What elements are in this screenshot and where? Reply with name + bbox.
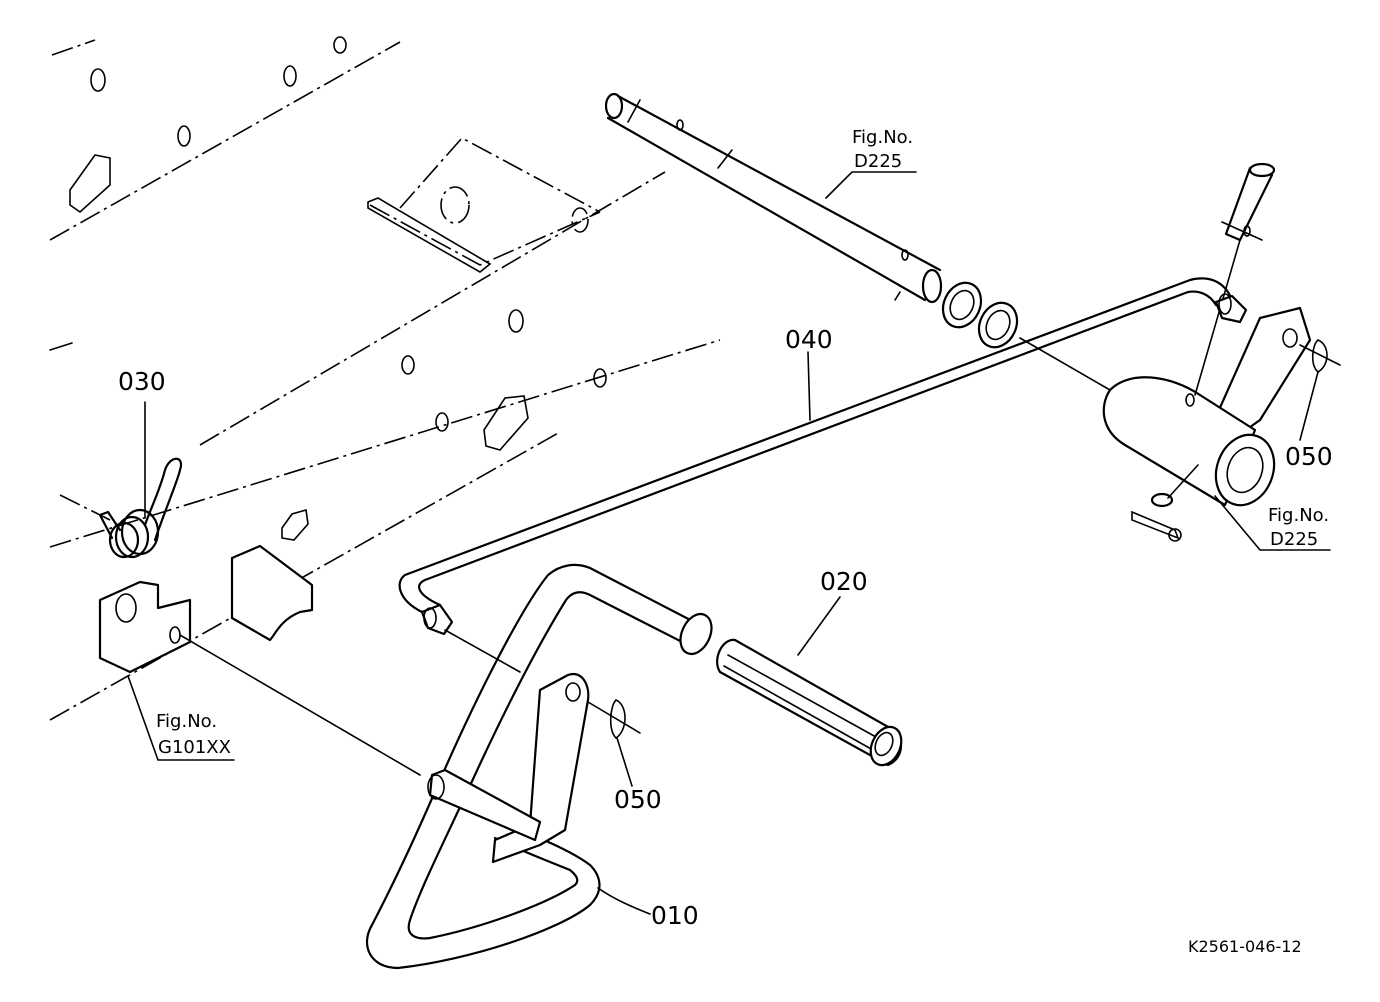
part-label-030: 030 [118, 367, 166, 396]
fig-ref-caption-3: Fig.No. [156, 711, 217, 732]
fig-ref-number-1: D225 [854, 151, 902, 172]
spring-030 [98, 457, 183, 559]
cotter-pin-lower [587, 699, 641, 740]
part-label-050-lower: 050 [614, 785, 662, 814]
fig-ref-number-2: D225 [1270, 529, 1318, 550]
clevis-pin [1194, 162, 1276, 396]
frame-lugs [98, 544, 421, 776]
frame-bracket [367, 136, 601, 273]
lower-pin [1131, 464, 1199, 542]
drawing-code: K2561-046-12 [1188, 937, 1302, 956]
rod-040 [398, 277, 1248, 673]
grip-020 [716, 638, 903, 767]
upper-shaft [604, 92, 943, 304]
leader-lines [127, 171, 1331, 915]
part-label-040: 040 [785, 325, 833, 354]
part-label-050-right: 050 [1285, 442, 1333, 471]
pivot-boss [1102, 306, 1312, 507]
fig-ref-number-3: G101XX [158, 737, 231, 758]
frame-outline [49, 36, 721, 721]
pedal-010 [366, 563, 713, 970]
fig-ref-caption-2: Fig.No. [1268, 505, 1329, 526]
part-label-020: 020 [820, 567, 868, 596]
washers [941, 281, 1111, 391]
fig-ref-caption-1: Fig.No. [852, 127, 913, 148]
part-label-010: 010 [651, 901, 699, 930]
